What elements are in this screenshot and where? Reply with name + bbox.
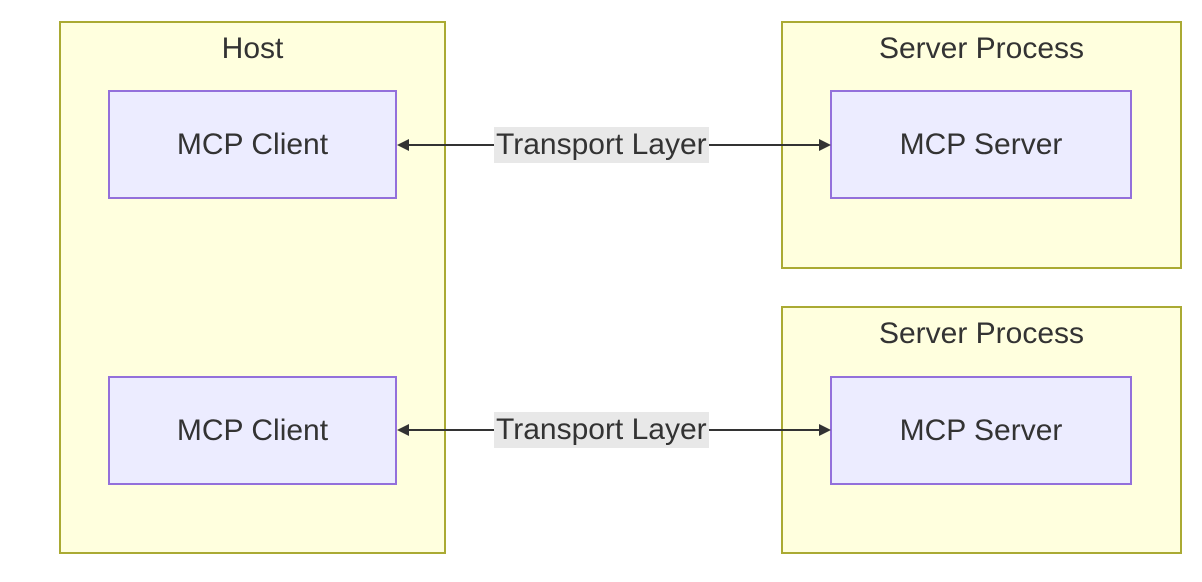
node-mcp-client-2: MCP Client — [108, 376, 397, 485]
cluster-title-host: Host — [221, 32, 284, 65]
edge-label-1: Transport Layer — [494, 127, 709, 163]
edge-label-2: Transport Layer — [494, 412, 709, 448]
cluster-title-server-process-1: Server Process — [878, 32, 1085, 65]
node-mcp-server-2: MCP Server — [830, 376, 1132, 485]
node-mcp-server-1: MCP Server — [830, 90, 1132, 199]
cluster-title-server-process-2: Server Process — [878, 317, 1085, 350]
node-mcp-client-1: MCP Client — [108, 90, 397, 199]
